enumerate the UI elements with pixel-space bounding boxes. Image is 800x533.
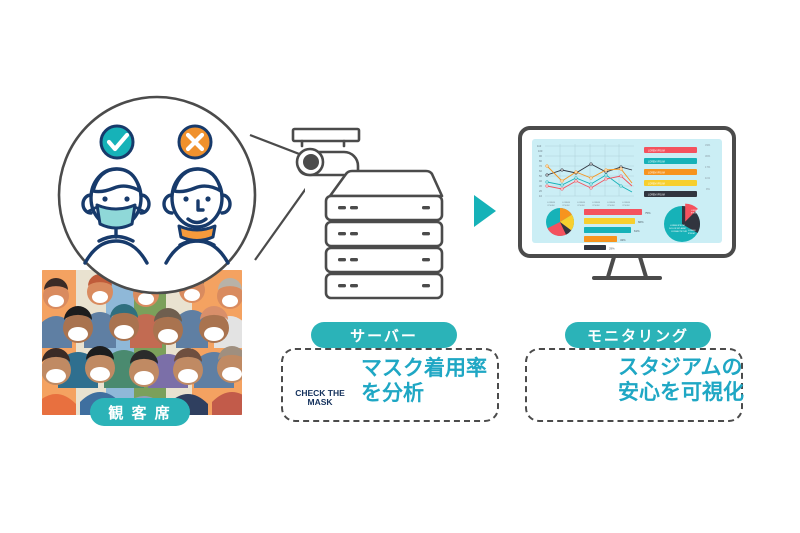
svg-text:LOREM: LOREM [607,202,615,204]
server-rack-icon [324,169,444,300]
svg-text:75%: 75% [645,211,651,215]
monitoring-badge-label: モニタリング [586,327,689,345]
monitoring-card-text: スタジアムの 安心を可視化 [618,356,744,406]
horizontal-bar-chart: 75% 66% 61% 43% 29% [584,209,651,251]
svg-text:LOREM: LOREM [592,202,600,204]
legend-bars: LOREM IPSUM 33% LOREM IPSUM 30% LOREM IP… [644,143,711,197]
svg-text:IPSUM: IPSUM [563,205,570,207]
monitoring-text-line-1: スタジアムの [618,356,743,379]
svg-text:IPSUM: IPSUM [548,205,555,207]
svg-text:10: 10 [539,194,542,198]
svg-text:60: 60 [539,169,542,173]
monitoring-card [525,348,743,422]
svg-text:66%: 66% [638,220,644,224]
svg-text:DOLOR SIT AMET: DOLOR SIT AMET [669,227,687,230]
caption-line-1: CHECK THE [295,388,345,398]
ok-badge [99,124,135,160]
svg-text:IPSUM: IPSUM [608,205,615,207]
ng-badge [177,124,213,160]
server-badge-label: サーバー [350,327,418,345]
svg-text:IPSUM: IPSUM [688,233,695,235]
svg-text:30%: 30% [705,154,711,158]
server-card [281,348,499,422]
pie-left [546,207,575,236]
svg-text:80: 80 [539,159,542,163]
svg-text:IPSUM: IPSUM [691,213,698,215]
svg-text:LOREM: LOREM [547,202,555,204]
svg-text:43%: 43% [620,238,626,242]
svg-text:40: 40 [539,179,542,183]
svg-text:LOREM IPSUM: LOREM IPSUM [670,225,685,227]
monitoring-text-line-2: 安心を可視化 [618,380,744,404]
svg-text:LOREM IPSUM: LOREM IPSUM [648,149,665,152]
svg-text:50: 50 [539,174,542,178]
svg-text:33%: 33% [705,143,711,147]
person-mask-on-chin [162,167,232,265]
svg-text:LOREM: LOREM [691,210,698,212]
svg-text:IPSUM: IPSUM [593,205,600,207]
person-with-mask [81,167,151,265]
svg-text:CONSECTETUR: CONSECTETUR [671,231,687,233]
svg-text:IPSUM: IPSUM [623,205,630,207]
security-camera-icon [291,127,361,177]
svg-text:LOREM IPSUM: LOREM IPSUM [648,160,665,163]
svg-text:LOREM IPSUM: LOREM IPSUM [648,193,665,196]
server-text-line-1: マスク着用率 [361,357,487,380]
svg-text:LOREM IPSUM: LOREM IPSUM [648,182,665,185]
svg-text:100: 100 [538,149,543,153]
svg-text:61%: 61% [634,229,640,233]
svg-text:29%: 29% [609,247,615,251]
svg-text:IPSUM: IPSUM [578,205,585,207]
magnifier-view [57,95,305,295]
monitoring-badge: モニタリング [565,322,711,348]
svg-text:LOREM: LOREM [622,202,630,204]
svg-text:70: 70 [539,164,542,168]
svg-text:20: 20 [539,189,542,193]
pie-right: LOREM IPSUM DOLOR SIT AMET CONSECTETUR L… [664,203,701,242]
check-the-mask-caption: CHECK THE MASK [286,388,354,408]
crowd-badge-label: 観 客 席 [108,404,172,422]
svg-text:110: 110 [537,144,542,148]
svg-text:17%: 17% [705,165,711,169]
svg-text:LOREM: LOREM [577,202,585,204]
svg-text:9%: 9% [706,187,710,191]
svg-text:11%: 11% [705,176,711,180]
server-card-text: マスク着用率 を分析 [361,357,487,407]
svg-text:90: 90 [539,154,542,158]
svg-text:LOREM: LOREM [562,202,570,204]
caption-line-2: MASK [307,397,333,408]
server-text-line-2: を分析 [361,381,424,405]
svg-text:LOREM IPSUM: LOREM IPSUM [648,171,665,174]
crowd-photo [42,270,242,415]
server-badge: サーバー [311,322,457,348]
flow-arrow-icon [474,195,496,227]
svg-text:30: 30 [539,184,542,188]
svg-text:LOREM: LOREM [688,230,696,232]
crowd-badge: 観 客 席 [90,398,190,426]
